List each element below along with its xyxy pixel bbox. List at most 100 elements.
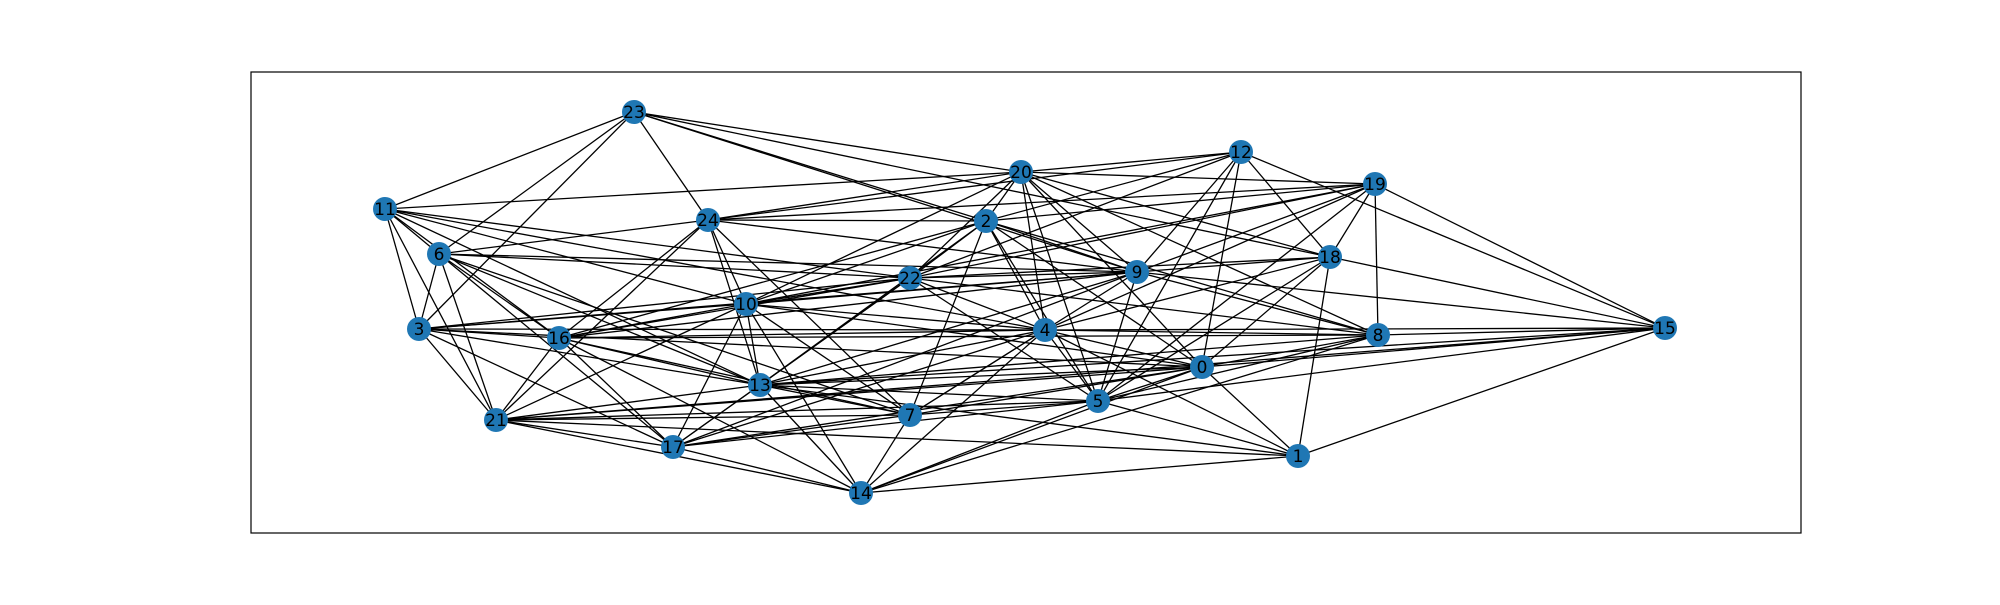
node-1: 1	[1286, 444, 1310, 468]
node-5: 5	[1086, 389, 1110, 413]
edge-7-17	[672, 414, 911, 448]
node-marker	[1033, 318, 1057, 342]
edge-19-4	[1044, 183, 1376, 331]
edge-12-5	[1097, 151, 1242, 402]
edge-12-0	[1201, 151, 1242, 368]
edge-23-20	[633, 111, 1022, 173]
edge-3-4	[418, 328, 1046, 331]
edge-8-14	[860, 334, 1379, 494]
node-15: 15	[1653, 316, 1677, 340]
node-label: 5	[1093, 392, 1104, 412]
node-24: 24	[696, 208, 720, 232]
node-20: 20	[1009, 160, 1033, 184]
edge-7-21	[495, 414, 911, 421]
edge-0-14	[860, 366, 1203, 494]
node-18: 18	[1318, 245, 1342, 269]
edge-20-22	[909, 171, 1022, 279]
node-label: 2	[981, 212, 992, 232]
node-marker	[898, 403, 922, 427]
node-8: 8	[1366, 323, 1390, 347]
node-12: 12	[1229, 140, 1253, 164]
node-label: 11	[374, 200, 396, 220]
edge-11-16	[384, 208, 560, 339]
edge-16-21	[495, 337, 560, 421]
edge-19-24	[707, 183, 1376, 221]
node-label: 7	[905, 406, 916, 426]
edge-12-20	[1020, 151, 1242, 173]
node-label: 14	[850, 484, 872, 504]
node-4: 4	[1033, 318, 1057, 342]
node-marker	[1009, 160, 1033, 184]
edge-0-1	[1201, 366, 1299, 457]
edge-16-17	[558, 337, 674, 448]
node-marker	[407, 317, 431, 341]
edge-9-8	[1136, 271, 1379, 336]
edge-23-11	[384, 111, 635, 210]
node-3: 3	[407, 317, 431, 341]
edge-11-21	[384, 208, 497, 421]
node-marker	[696, 208, 720, 232]
edge-20-19	[1020, 171, 1376, 185]
node-marker	[1229, 140, 1253, 164]
edge-9-16	[558, 271, 1138, 339]
edge-10-4	[745, 303, 1046, 331]
edge-19-5	[1097, 183, 1376, 402]
edge-2-16	[558, 220, 987, 339]
edge-7-14	[860, 414, 911, 494]
edge-8-5	[1097, 334, 1379, 402]
node-label: 8	[1373, 326, 1384, 346]
edge-9-17	[672, 271, 1138, 448]
edge-11-22	[384, 208, 911, 279]
edge-15-21	[495, 327, 1666, 421]
node-marker	[748, 373, 772, 397]
edge-2-10	[745, 220, 987, 305]
edge-0-13	[759, 366, 1203, 386]
edge-11-4	[384, 208, 1046, 331]
edge-20-8	[1020, 171, 1379, 336]
edge-6-22	[438, 253, 911, 279]
edge-4-13	[759, 329, 1046, 386]
edge-9-15	[1136, 271, 1666, 329]
edge-18-1	[1297, 256, 1331, 457]
edge-23-6	[438, 111, 635, 255]
edge-6-13	[438, 253, 761, 386]
edge-13-1	[759, 384, 1299, 457]
edge-10-14	[745, 303, 862, 494]
node-label: 24	[697, 211, 719, 231]
edge-16-8	[558, 334, 1379, 339]
node-2: 2	[974, 209, 998, 233]
node-marker	[1086, 389, 1110, 413]
edge-20-4	[1020, 171, 1046, 331]
edge-0-21	[495, 366, 1203, 421]
edge-22-3	[418, 277, 911, 330]
edge-4-0	[1044, 329, 1203, 368]
edge-1-14	[860, 455, 1299, 494]
edge-19-22	[909, 183, 1376, 279]
node-22: 22	[898, 266, 922, 290]
node-label: 12	[1230, 143, 1252, 163]
node-16: 16	[547, 326, 571, 350]
edge-21-17	[495, 419, 674, 448]
node-marker	[1363, 172, 1387, 196]
edge-6-17	[438, 253, 674, 448]
edge-20-24	[707, 171, 1022, 221]
edge-10-13	[745, 303, 761, 386]
edge-24-13	[707, 219, 761, 386]
edge-5-21	[495, 400, 1099, 421]
node-label: 22	[899, 269, 921, 289]
edge-3-13	[418, 328, 761, 386]
edge-24-9	[707, 219, 1138, 273]
edge-5-17	[672, 400, 1099, 448]
edge-20-11	[384, 171, 1022, 210]
edge-4-17	[672, 329, 1046, 448]
edge-13-7	[759, 384, 911, 416]
node-17: 17	[661, 435, 685, 459]
edge-11-3	[384, 208, 420, 330]
node-label: 4	[1040, 321, 1051, 341]
node-marker	[373, 197, 397, 221]
edge-15-4	[1044, 327, 1666, 331]
node-6: 6	[427, 242, 451, 266]
node-marker	[1125, 260, 1149, 284]
node-marker	[661, 435, 685, 459]
